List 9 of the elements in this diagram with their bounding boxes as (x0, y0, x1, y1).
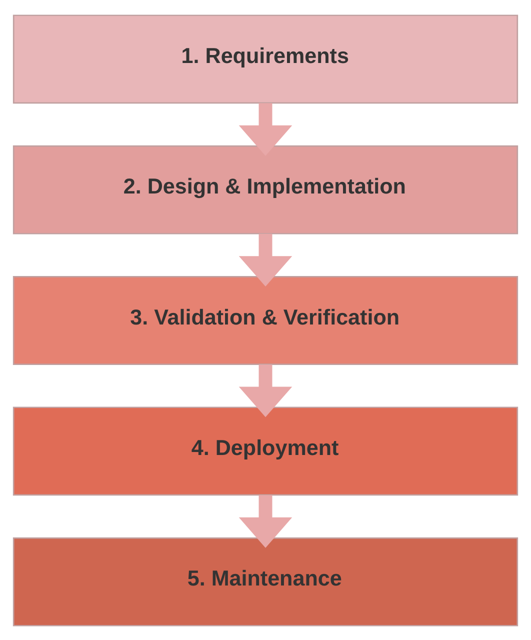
arrow (238, 102, 292, 156)
arrow (238, 494, 292, 548)
node-box: 5. Maintenance (12, 536, 518, 626)
node-box: 1. Requirements (12, 14, 518, 104)
node-box: 2. Design & Implementation (12, 144, 518, 234)
node-box: 3. Validation & Verification (12, 276, 518, 364)
node-box: 4. Deployment (12, 406, 518, 496)
arrow (238, 364, 292, 417)
arrow (238, 233, 292, 286)
